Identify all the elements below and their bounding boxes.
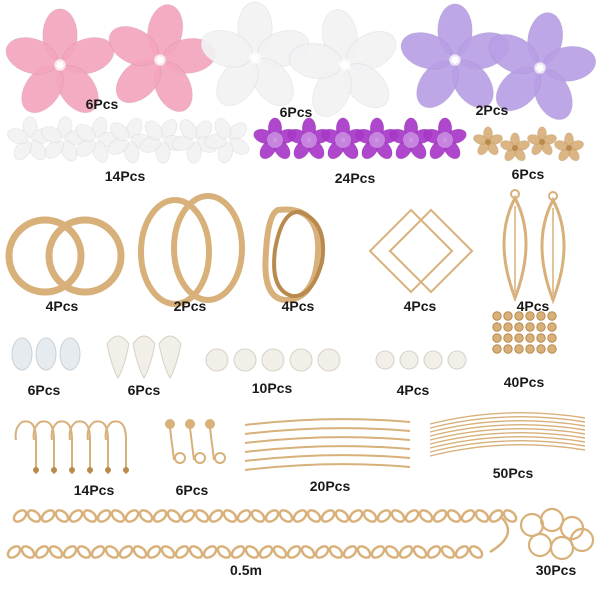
earring-hook-label: 14Pcs [73, 482, 115, 498]
pearl-teardrop-icon [106, 335, 182, 379]
pink-flower-bead-label: 6Pcs [85, 96, 119, 112]
ear-stud-label: 6Pcs [175, 482, 209, 498]
gold-square-frame-icon [368, 208, 474, 294]
gold-flower-cap-label: 6Pcs [511, 166, 545, 182]
gold-spacer-bead-label: 40Pcs [503, 374, 545, 390]
purple-trumpet-flower-icon [253, 117, 467, 160]
pink-petal-cap-icon [5, 4, 217, 114]
eye-pin-icon [429, 412, 586, 457]
cable-chain-icon [6, 509, 518, 559]
jump-ring-icon [519, 507, 595, 561]
pearl-teardrop-label: 6Pcs [127, 382, 161, 398]
gold-oval-ring-icon [138, 193, 245, 307]
pearl-round-large-label: 10Pcs [251, 380, 293, 396]
white-small-flower-icon [7, 116, 250, 164]
gold-square-frame-label: 4Pcs [403, 298, 437, 314]
ear-stud-icon [165, 419, 226, 464]
gold-flower-cap-icon [472, 126, 585, 162]
earring-hook-icon [14, 420, 129, 474]
white-small-flower-label: 14Pcs [104, 168, 146, 184]
gold-oval-ring-label: 2Pcs [173, 298, 207, 314]
clear-drop-bead-label: 6Pcs [27, 382, 61, 398]
gold-chain-label: 0.5m [230, 562, 262, 578]
pearl-round-large-icon [205, 348, 341, 372]
jump-ring-label: 30Pcs [535, 562, 577, 578]
clear-drop-bead-icon [11, 337, 81, 371]
pearl-round-small-icon [375, 350, 467, 370]
gold-twisted-ring-label: 4Pcs [281, 298, 315, 314]
gold-twisted-ring-icon [262, 206, 325, 304]
head-pin-short-label: 20Pcs [309, 478, 351, 494]
white-flower-bead-label: 6Pcs [279, 104, 313, 120]
gold-leaf-pendant-label: 4Pcs [516, 298, 550, 314]
pearl-round-small-label: 4Pcs [396, 382, 430, 398]
gold-round-ring-icon [5, 216, 125, 296]
lavender-petal-cap-icon [400, 3, 597, 121]
lavender-flower-bead-label: 2Pcs [475, 102, 509, 118]
head-pin-long-label: 50Pcs [492, 465, 534, 481]
head-pin-icon [244, 418, 411, 471]
gold-spacer-bead-icon [492, 311, 557, 354]
white-petal-cap-icon [200, 1, 397, 118]
gold-leaf-pendant-icon [502, 189, 566, 305]
purple-trumpet-flower-label: 24Pcs [334, 170, 376, 186]
gold-round-ring-label: 4Pcs [45, 298, 79, 314]
